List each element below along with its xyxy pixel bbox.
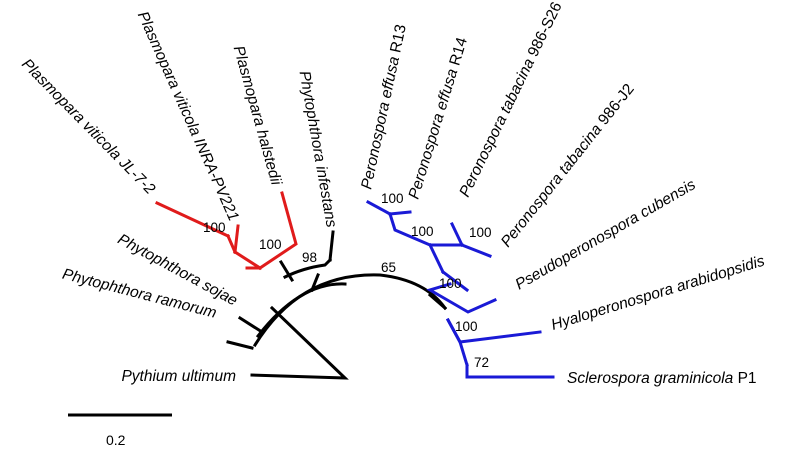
taxon-label: Peronospora tabacina 986-S26 (456, 0, 565, 200)
taxon-label: Plasmopara halstedii (230, 44, 285, 188)
support-value: 98 (302, 250, 317, 265)
support-value: 72 (474, 355, 489, 370)
tree-backbone (226, 230, 448, 380)
taxon-label: Peronospora effusa R13 (358, 23, 410, 191)
support-value: 100 (259, 237, 282, 252)
taxon-label: Peronospora effusa R14 (406, 35, 471, 201)
taxon-label: Hyaloperonospora arabidopsidis (549, 252, 767, 333)
taxon-label: Pythium ultimum (121, 368, 236, 385)
pythium-ultimum-branch (250, 305, 349, 380)
infestans-stem-branch (310, 273, 320, 292)
support-values: 100 100 98 100 100 100 65 100 100 72 (203, 191, 492, 370)
phytophthora-infestans-branch (328, 230, 335, 262)
support-value: 100 (455, 319, 478, 334)
peronospora-effusa-r13-branch (365, 199, 393, 217)
plasmopara-clade (155, 191, 298, 271)
sclerospora-node-branch (445, 317, 469, 367)
peronospora-effusa-r14-branch (388, 210, 412, 216)
support-value: 100 (439, 276, 462, 291)
taxon-label: Phytophthora infestans (296, 70, 340, 229)
ramorum-sojae-node-branch (226, 315, 265, 350)
taxon-label: Sclerospora graminicola P1 (567, 370, 757, 387)
peronospora-node-branch (427, 242, 446, 275)
peronospora-tabacina-s26-branch (450, 222, 464, 247)
plasmopara-viticola-jl-branch (155, 201, 230, 238)
plasmopara-clade-root-branch (232, 249, 263, 271)
peronospora-stem-branch (427, 292, 448, 311)
plasmopara-viticola-inra-branch (233, 224, 240, 254)
sclerospora-graminicola-branch (465, 363, 555, 379)
support-value: 100 (411, 224, 434, 239)
scale-bar-label: 0.2 (106, 432, 126, 448)
peronospora-effusa-node-branch (388, 212, 464, 247)
peronospora-clade (365, 199, 555, 379)
pseudoperonospora-cubensis-branch (426, 269, 497, 314)
scale-bar: 0.2 (68, 413, 172, 448)
inner-arc-branch (255, 282, 347, 339)
support-value: 100 (381, 191, 404, 206)
support-value: 100 (203, 220, 226, 235)
peronospora-tabacina-j2-branch (460, 243, 492, 258)
taxon-label: Plasmopara viticola JL-7-2 (18, 56, 158, 198)
plasmopara-halstedii-branch (257, 191, 298, 271)
plasmopara-node-base-branch (278, 259, 295, 283)
support-value: 65 (381, 260, 396, 275)
support-value: 100 (469, 225, 492, 240)
